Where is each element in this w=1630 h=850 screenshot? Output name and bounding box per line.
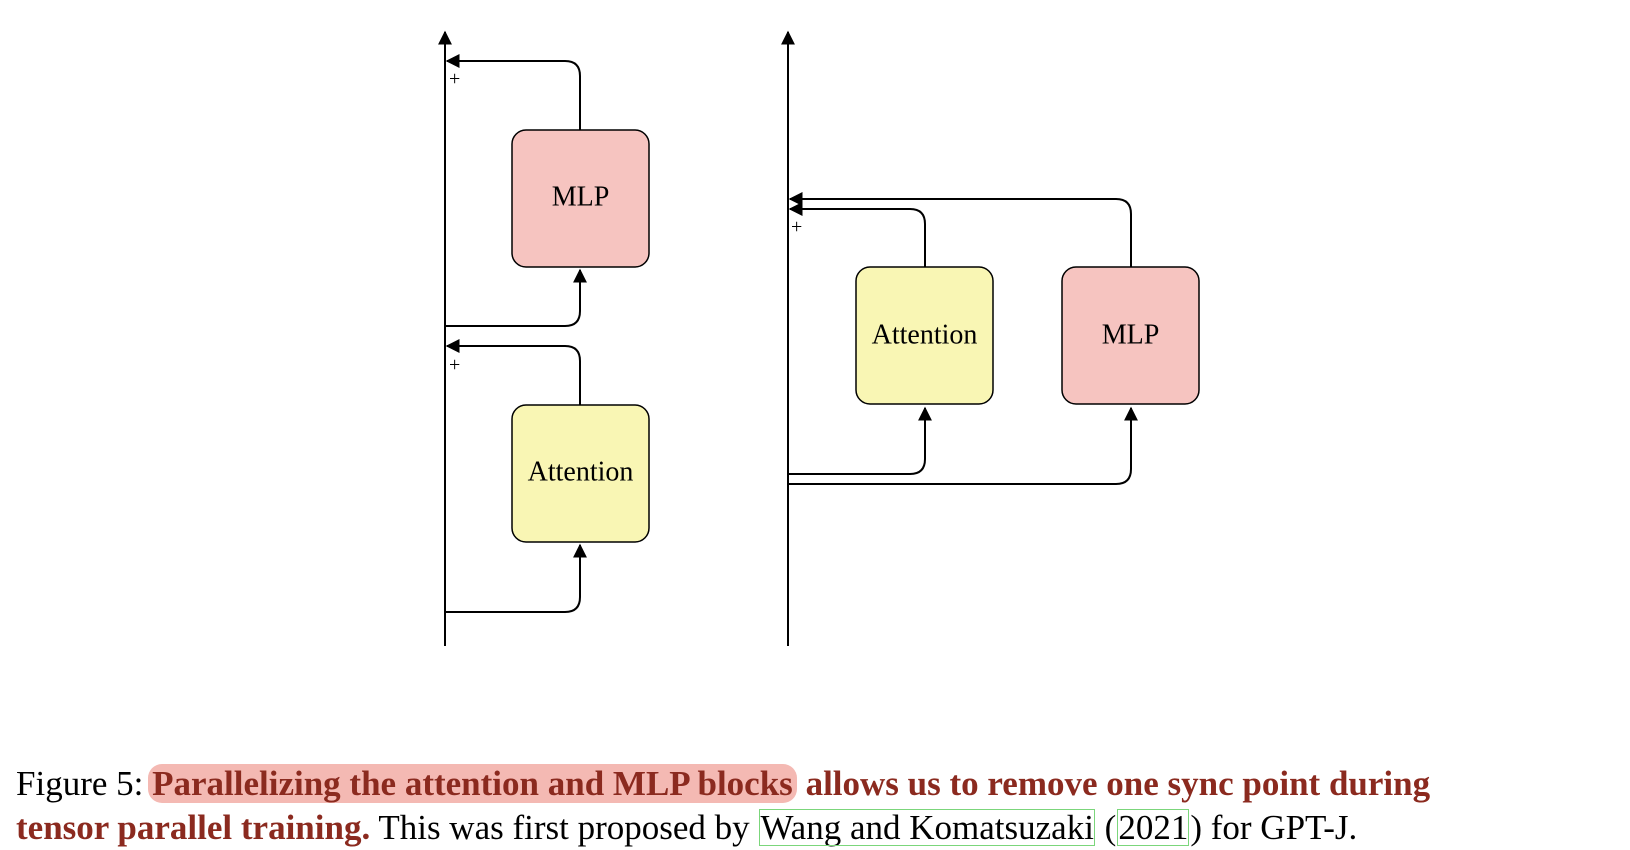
mlp-label-left: MLP bbox=[552, 181, 610, 212]
mlp-label-right: MLP bbox=[1102, 319, 1160, 350]
caption-text-1: This was first proposed by bbox=[370, 808, 759, 847]
attention-block-left: Attention bbox=[511, 404, 650, 543]
input-edge-attention-right bbox=[788, 406, 932, 475]
attention-label-right: Attention bbox=[872, 319, 978, 350]
attention-block-right: Attention bbox=[855, 266, 994, 405]
input-edge-mlp-right bbox=[788, 406, 1138, 485]
caption-text-2: for GPT-J. bbox=[1201, 808, 1358, 847]
plus-sign-bottom-left: + bbox=[449, 354, 460, 376]
attention-label-left: Attention bbox=[528, 456, 634, 487]
caption-paren-close: ) bbox=[1190, 808, 1202, 847]
citation-year-link[interactable]: 2021 bbox=[1117, 808, 1190, 847]
caption-line-1: Figure 5: Parallelizing the attention an… bbox=[16, 762, 1626, 806]
output-edge-mlp-right bbox=[788, 192, 1132, 267]
mlp-block-right: MLP bbox=[1061, 266, 1200, 405]
caption-prefix: Figure 5: bbox=[16, 764, 153, 803]
caption-bold-rest: allows us to remove one sync point durin… bbox=[796, 764, 1431, 803]
figure-caption: Figure 5: Parallelizing the attention an… bbox=[16, 762, 1626, 850]
output-edge-attention-right bbox=[788, 202, 926, 267]
figure-diagram: + + MLP Attention + Attenti bbox=[438, 30, 1200, 646]
input-edge-attention-left bbox=[445, 543, 587, 613]
citation-authors-link[interactable]: Wang and Komatsuzaki bbox=[759, 808, 1095, 847]
caption-line-2: tensor parallel training. This was first… bbox=[16, 806, 1626, 850]
caption-paren-open: ( bbox=[1095, 808, 1117, 847]
mlp-block-left: MLP bbox=[511, 129, 650, 268]
input-edge-mlp-left bbox=[445, 268, 587, 327]
parallel-diagram: + Attention MLP bbox=[781, 30, 1200, 646]
output-edge-mlp-left bbox=[445, 54, 581, 130]
caption-bold-line-2: tensor parallel training. bbox=[16, 808, 371, 847]
plus-sign-top-left: + bbox=[449, 68, 460, 90]
output-edge-attention-left bbox=[445, 339, 581, 405]
caption-highlighted-phrase: Parallelizing the attention and MLP bloc… bbox=[148, 764, 797, 803]
sequential-diagram: + + MLP Attention bbox=[438, 30, 650, 646]
plus-sign-right: + bbox=[791, 216, 802, 238]
